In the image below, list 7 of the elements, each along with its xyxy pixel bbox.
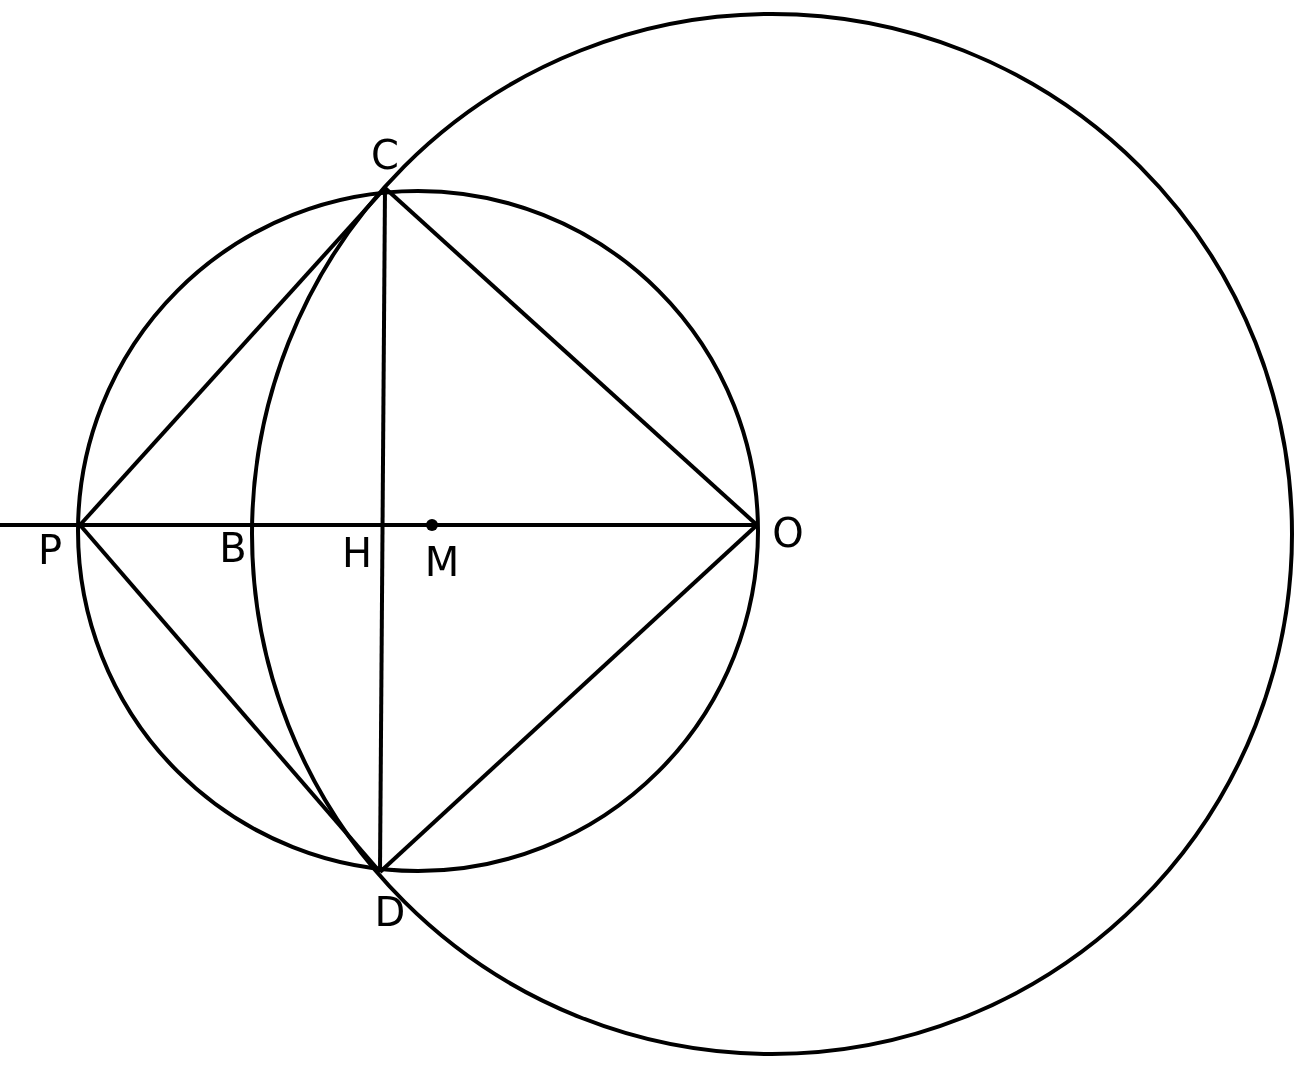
- point-label: D: [374, 892, 406, 932]
- point-label: P: [37, 530, 63, 570]
- point-label: H: [341, 533, 373, 573]
- point-label: C: [371, 135, 399, 175]
- point-label: O: [772, 513, 804, 553]
- point-label: B: [219, 528, 247, 568]
- point-label: M: [424, 542, 460, 582]
